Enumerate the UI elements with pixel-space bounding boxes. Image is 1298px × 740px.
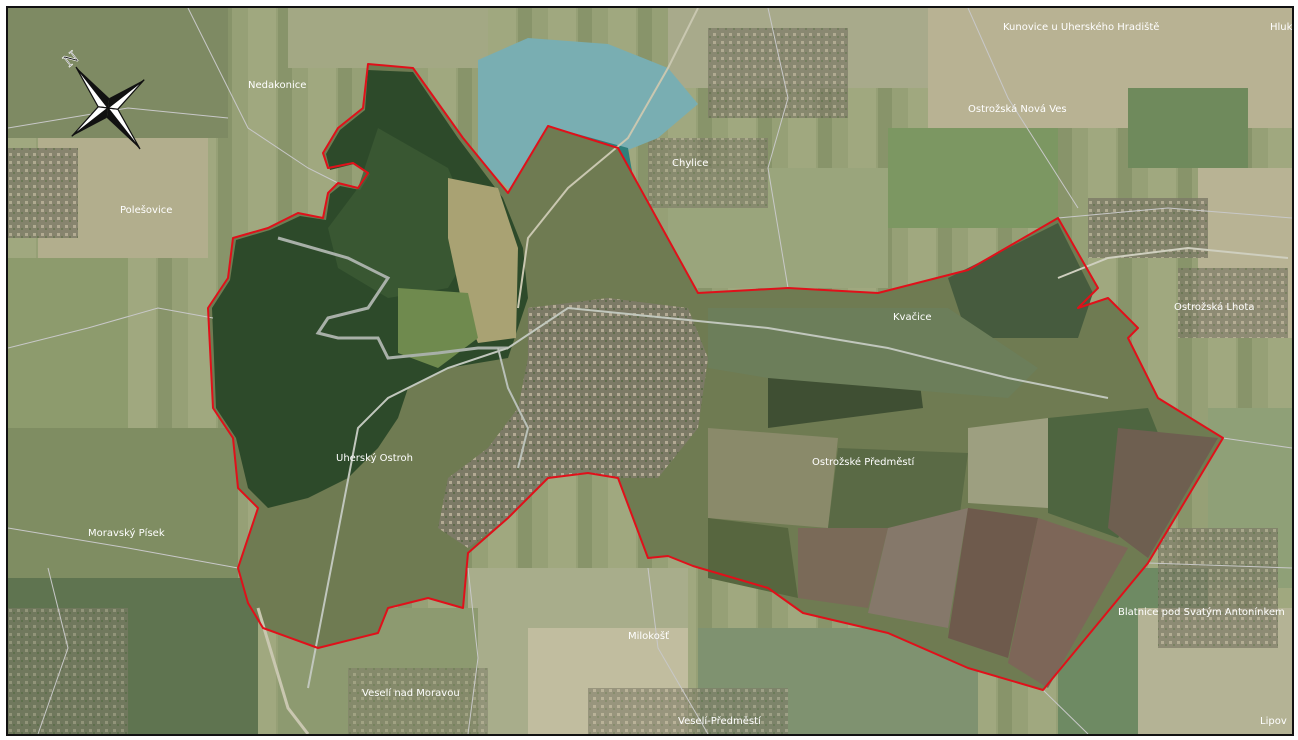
place-label: Milokošť: [628, 630, 669, 642]
place-label: Veselí nad Moravou: [362, 687, 460, 699]
town-uhersky-ostroh: [438, 298, 708, 548]
place-label: Blatnice pod Svatým Antonínkem: [1118, 606, 1285, 618]
place-label: Ostrožská Nová Ves: [968, 103, 1067, 115]
place-label: Kunovice u Uherského Hradiště: [1003, 21, 1159, 33]
roads: [256, 8, 1289, 734]
place-label: Chylice: [672, 158, 708, 169]
place-label: Nedakonice: [248, 80, 306, 91]
place-label: Polešovice: [120, 204, 172, 216]
map-frame: N Kunovice u Uherského Hradiště Hluk Ned…: [6, 6, 1294, 736]
place-label: Veselí-Předměstí: [678, 715, 762, 727]
inner-fields: [708, 223, 1218, 688]
place-labels: Kunovice u Uherského Hradiště Hluk Nedak…: [88, 21, 1292, 727]
place-label: Kvačice: [893, 311, 932, 323]
aerial-map[interactable]: N Kunovice u Uherského Hradiště Hluk Ned…: [8, 8, 1292, 734]
place-label: Ostrožské Předměstí: [812, 456, 916, 468]
town-areas: [8, 28, 1288, 734]
place-label: Ostrožská Lhota: [1174, 301, 1254, 313]
place-label: Uherský Ostroh: [336, 452, 413, 464]
cadastral-boundary[interactable]: [207, 63, 1224, 691]
place-label: Hluk: [1270, 22, 1292, 33]
cadastral-lines: [8, 8, 1292, 734]
place-label: Moravský Písek: [88, 527, 165, 539]
place-label: Lipov: [1260, 716, 1287, 727]
